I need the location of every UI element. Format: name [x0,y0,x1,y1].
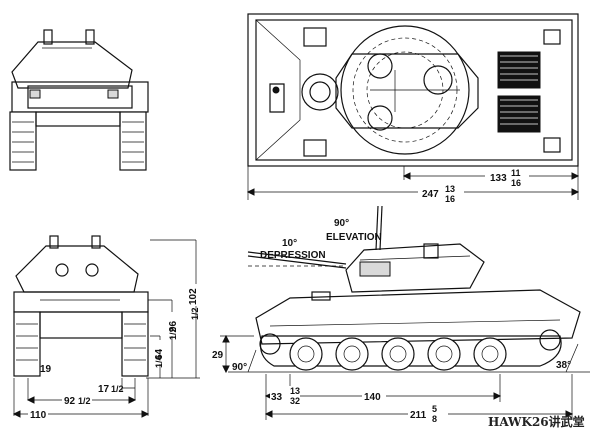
front-height-dimension: 102 [188,288,199,305]
side-overall-length-dimension: 211 [410,410,427,421]
top-partial-dimension-frac-den: 16 [511,178,521,188]
top-overall-dimension: 247 [422,189,439,200]
front-hull-height-dimension-frac: 1/2 [168,327,178,340]
front-clearance-dimension: 19 [40,364,52,375]
front-overall-width-dimension: 110 [30,410,47,421]
side-view-dimensions: 29 90° 38° 33 13 32 140 211 5 8 [212,334,579,424]
front-view-dimensions: 102 1/2 96 1/2 64 1/4 19 17 1/2 92 1/2 1… [12,239,208,421]
front-hull-height-dimension: 96 [168,320,179,332]
front-view-upper [9,29,149,171]
side-track-length-dimension: 140 [364,392,381,403]
top-partial-dimension: 133 [490,173,507,184]
side-view [228,205,590,373]
front-tread-dimension-frac: 1/2 [78,396,91,406]
front-track-width-dimension-frac: 1/2 [111,384,124,394]
watermark: HAWK26讲武堂 [488,414,585,429]
top-view [247,13,579,167]
elevation-label: ELEVATION [326,232,382,243]
side-approach-angle-text: 90° [232,362,247,373]
front-track-height-dimension: 64 [154,348,165,360]
top-partial-dimension-frac-num: 11 [511,168,521,178]
side-departure-angle: 38° [556,360,571,371]
front-view-lower [13,235,149,377]
elevation-angle: 90° [334,218,349,229]
side-ground-height-dimension: 29 [212,350,224,361]
top-overall-dimension-frac-den: 16 [445,194,455,204]
depression-angle: 10° [282,238,297,249]
front-track-height-dimension-frac: 1/4 [154,355,164,368]
depression-label: DEPRESSION [260,250,326,261]
side-overall-length-dimension-frac-num: 5 [432,404,437,414]
side-wheel-offset-dimension-frac-num: 13 [290,386,300,396]
side-view-annotations: 90° ELEVATION 10° DEPRESSION [260,218,382,261]
front-height-dimension-frac: 1/2 [190,307,200,320]
front-tread-dimension: 92 [64,396,76,407]
side-wheel-offset-dimension: 33 [271,392,283,403]
side-wheel-offset-dimension-frac-den: 32 [290,396,300,406]
top-view-dimensions: 133 11 16 247 13 16 [246,166,580,204]
front-track-width-dimension: 17 [98,384,110,395]
side-overall-length-dimension-frac-den: 8 [432,414,437,424]
top-overall-dimension-frac-num: 13 [445,184,455,194]
